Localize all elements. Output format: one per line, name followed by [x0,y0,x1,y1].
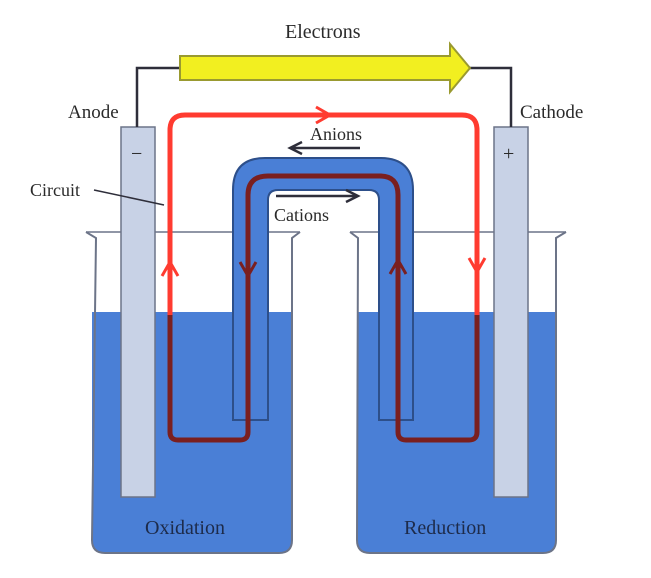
anode-sign: − [131,143,142,165]
external-circuit-arrow-right [467,257,487,276]
external-circuit-loop [167,112,480,315]
electron-arrow-icon [179,41,472,95]
electrons-label: Electrons [285,21,361,43]
reduction-label: Reduction [404,517,486,539]
circuit-label: Circuit [30,180,80,200]
anode-electrode [120,126,156,498]
arrow-right-icon [276,188,361,204]
ion-circuit-arrow-right-tube [388,256,408,275]
cation-flow: Cations [274,188,361,225]
arrow-left-icon [287,140,360,156]
external-circuit-arrow-left [160,258,180,277]
ion-circuit-arrow-left-tube [238,261,258,280]
circuit-pointer [93,189,165,206]
cathode-label: Cathode [520,102,583,123]
ion-circuit-loop [167,173,480,443]
left-beaker-outline [85,231,301,554]
anion-flow: Anions [287,124,362,156]
cathode-electrode [493,126,529,498]
cathode-sign: + [503,143,514,165]
salt-bridge-tube [232,157,414,421]
right-beaker-outline [349,231,567,554]
anions-label: Anions [310,124,362,144]
anode-label: Anode [68,102,119,123]
external-circuit-arrow-top [315,105,334,125]
oxidation-label: Oxidation [145,517,225,539]
cations-label: Cations [274,205,329,225]
salt-bridge [232,157,414,421]
